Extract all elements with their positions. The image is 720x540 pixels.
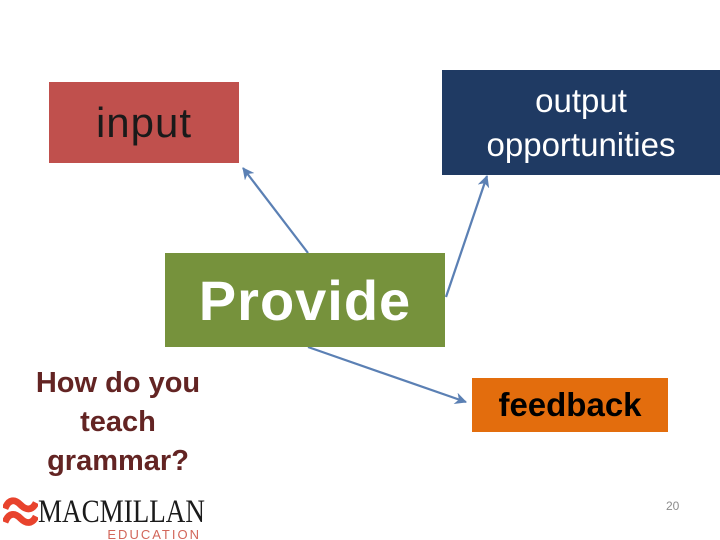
provide-box-label: Provide (198, 268, 412, 332)
input-box: input (49, 82, 239, 163)
page-number: 20 (666, 499, 680, 513)
question-text: How do you teach grammar? (18, 364, 218, 481)
macmillan-waves-icon (3, 497, 38, 526)
output-opportunities-box: output opportunities (442, 70, 720, 175)
question-line-1: How do you (35, 367, 201, 399)
provide-box: Provide (165, 253, 445, 347)
arrow-provide-to-output (444, 175, 490, 298)
macmillan-logo: MACMILLAN EDUCATION (3, 492, 205, 540)
wave-top (3, 497, 38, 513)
question-line-3: grammar? (47, 445, 189, 477)
feedback-box-label: feedback (498, 386, 642, 423)
input-box-label: input (95, 98, 193, 146)
arrow-provide-to-feedback (307, 345, 467, 405)
arrow-provide-to-input (242, 167, 309, 254)
output-opportunities-box-label: output opportunities (486, 81, 676, 163)
feedback-box: feedback (472, 378, 668, 432)
logo-subtitle-text: EDUCATION (107, 527, 201, 540)
wave-bottom (3, 511, 38, 526)
question-line-2: teach (80, 406, 156, 438)
logo-brand-text: MACMILLAN (38, 493, 205, 530)
